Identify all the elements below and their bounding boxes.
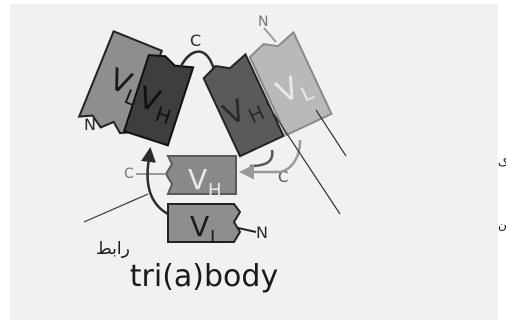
label-light-chain-variable: قسمت متغییر زنجیره سبک	[498, 155, 506, 170]
linker-left	[141, 147, 169, 216]
n-terminus-top-right-tick	[263, 27, 277, 43]
vh-domain-middle: V H	[164, 155, 237, 201]
linker-top	[178, 50, 214, 69]
vl-bottom-v: V	[190, 210, 209, 243]
callout-line-linker	[83, 193, 149, 223]
c-terminus-right: C	[278, 168, 288, 186]
n-terminus-top-left: N	[84, 115, 96, 134]
vh-middle-v: V	[188, 163, 207, 196]
label-linker: رابط	[96, 239, 130, 259]
vl-domain-bottom: V L	[167, 203, 242, 248]
diagram-title: tri(a)body	[130, 259, 278, 294]
vh-domain-top-right: V H	[202, 52, 285, 158]
c-terminus-top: C	[190, 31, 201, 50]
vh-top-left-sub: H	[153, 102, 175, 129]
n-terminus-bottom: N	[256, 223, 268, 242]
callout-line-light-chain	[315, 109, 347, 157]
vh-domain-top-left: V H	[122, 54, 195, 147]
n-terminus-bottom-tick	[237, 227, 257, 233]
vh-middle-sub: H	[208, 180, 222, 201]
c-terminus-middle: C	[124, 166, 134, 182]
vl-bottom-sub: L	[210, 227, 220, 248]
vl-domain-top-right: V L	[248, 30, 333, 137]
linker-right-arrow	[239, 139, 302, 180]
callout-line-heavy-chain	[265, 101, 341, 215]
label-heavy-chain-variable: قسمت متغییر زنجیره سنگین	[498, 217, 506, 232]
n-terminus-top-right: N	[258, 14, 268, 30]
